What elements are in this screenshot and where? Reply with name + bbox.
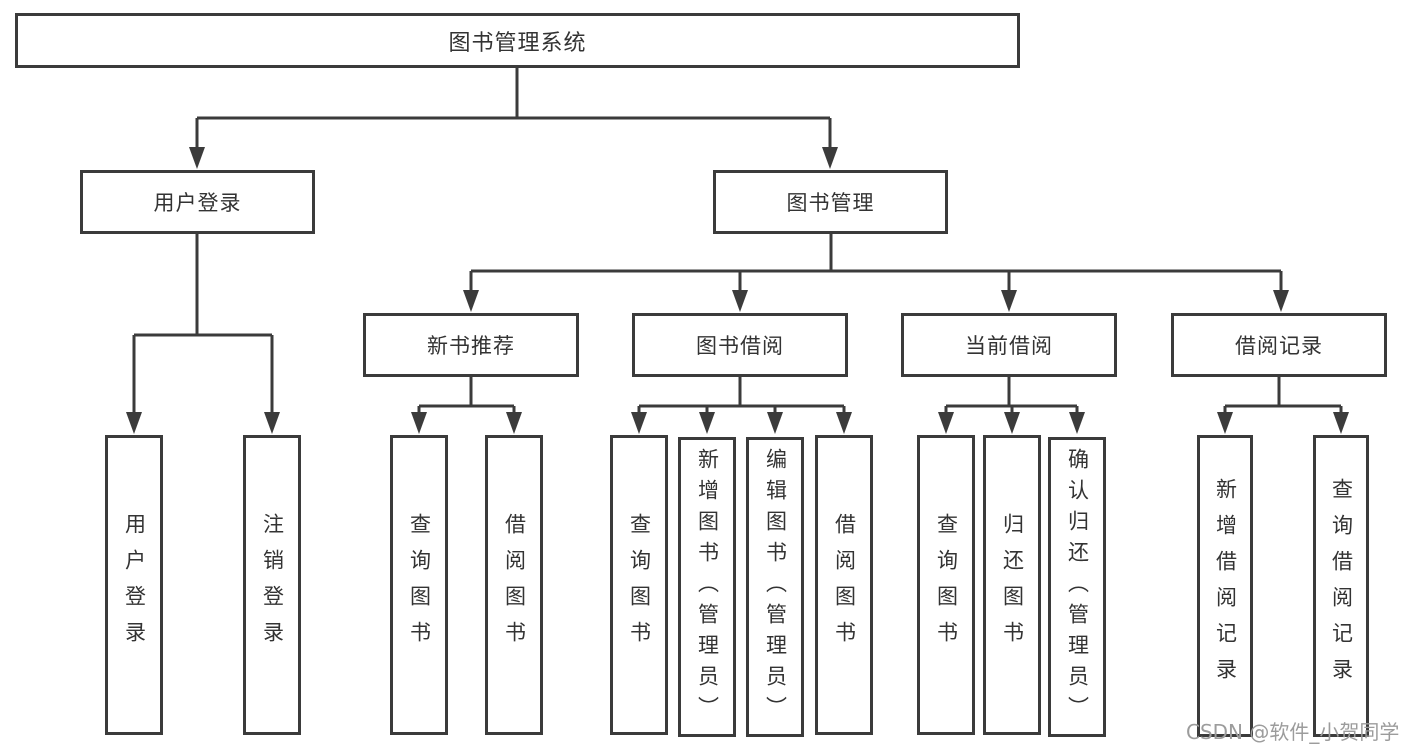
- leaf-query-book-recommend-label: 查询图书: [407, 513, 432, 657]
- node-book-borrow-label: 图书借阅: [696, 334, 784, 358]
- leaf-query-borrow-record: 查询借阅记录: [1313, 435, 1369, 737]
- node-current-borrow-label: 当前借阅: [965, 334, 1053, 358]
- leaf-user-login-label: 用户登录: [122, 513, 147, 657]
- leaf-query-borrow-record-label: 查询借阅记录: [1329, 478, 1354, 694]
- node-current-borrow: 当前借阅: [901, 313, 1117, 377]
- node-root: 图书管理系统: [15, 13, 1020, 68]
- leaf-query-book-recommend: 查询图书: [390, 435, 448, 735]
- leaf-user-login: 用户登录: [105, 435, 163, 735]
- connector-current-borrow-to-leaves: [938, 377, 1085, 434]
- leaf-add-borrow-record-label: 新增借阅记录: [1213, 478, 1238, 694]
- leaf-borrow-book-recommend: 借阅图书: [485, 435, 543, 735]
- leaf-query-book-borrow: 查询图书: [610, 435, 668, 735]
- node-new-book-recommend: 新书推荐: [363, 313, 579, 377]
- leaf-edit-book-admin: 编辑图书（管理员）: [746, 437, 804, 737]
- leaf-logout-label: 注销登录: [260, 513, 285, 657]
- leaf-borrow-book-recommend-label: 借阅图书: [502, 513, 527, 657]
- leaf-query-book-current: 查询图书: [917, 435, 975, 735]
- leaf-borrow-book-label: 借阅图书: [832, 513, 857, 657]
- connector-root-to-level2: [189, 68, 838, 169]
- connector-new-book-recommend-to-leaves: [411, 377, 522, 434]
- leaf-add-book-admin-label: 新增图书（管理员）: [695, 447, 720, 727]
- leaf-confirm-return-admin-label: 确认归还（管理员）: [1065, 447, 1090, 727]
- leaf-return-book-label: 归还图书: [1000, 513, 1025, 657]
- node-book-borrow: 图书借阅: [632, 313, 848, 377]
- connector-book-management-to-level3: [463, 234, 1289, 312]
- leaf-logout: 注销登录: [243, 435, 301, 735]
- leaf-confirm-return-admin: 确认归还（管理员）: [1048, 437, 1106, 737]
- node-borrow-records: 借阅记录: [1171, 313, 1387, 377]
- leaf-query-book-borrow-label: 查询图书: [627, 513, 652, 657]
- csdn-watermark: CSDN @软件_小贺同学: [1186, 720, 1400, 744]
- connector-user-login-to-leaves: [126, 234, 280, 434]
- connector-borrow-records-to-leaves: [1217, 377, 1349, 434]
- leaf-add-borrow-record: 新增借阅记录: [1197, 435, 1253, 737]
- leaf-return-book: 归还图书: [983, 435, 1041, 735]
- node-user-login-label: 用户登录: [153, 191, 242, 215]
- node-user-login: 用户登录: [80, 170, 315, 234]
- node-borrow-records-label: 借阅记录: [1235, 334, 1323, 358]
- node-book-management: 图书管理: [713, 170, 948, 234]
- node-book-management-label: 图书管理: [786, 191, 875, 215]
- leaf-borrow-book: 借阅图书: [815, 435, 873, 735]
- leaf-add-book-admin: 新增图书（管理员）: [678, 437, 736, 737]
- node-root-label: 图书管理系统: [448, 30, 587, 56]
- leaf-edit-book-admin-label: 编辑图书（管理员）: [763, 447, 788, 727]
- connector-book-borrow-to-leaves: [631, 377, 852, 434]
- leaf-query-book-current-label: 查询图书: [934, 513, 959, 657]
- node-new-book-recommend-label: 新书推荐: [427, 334, 515, 358]
